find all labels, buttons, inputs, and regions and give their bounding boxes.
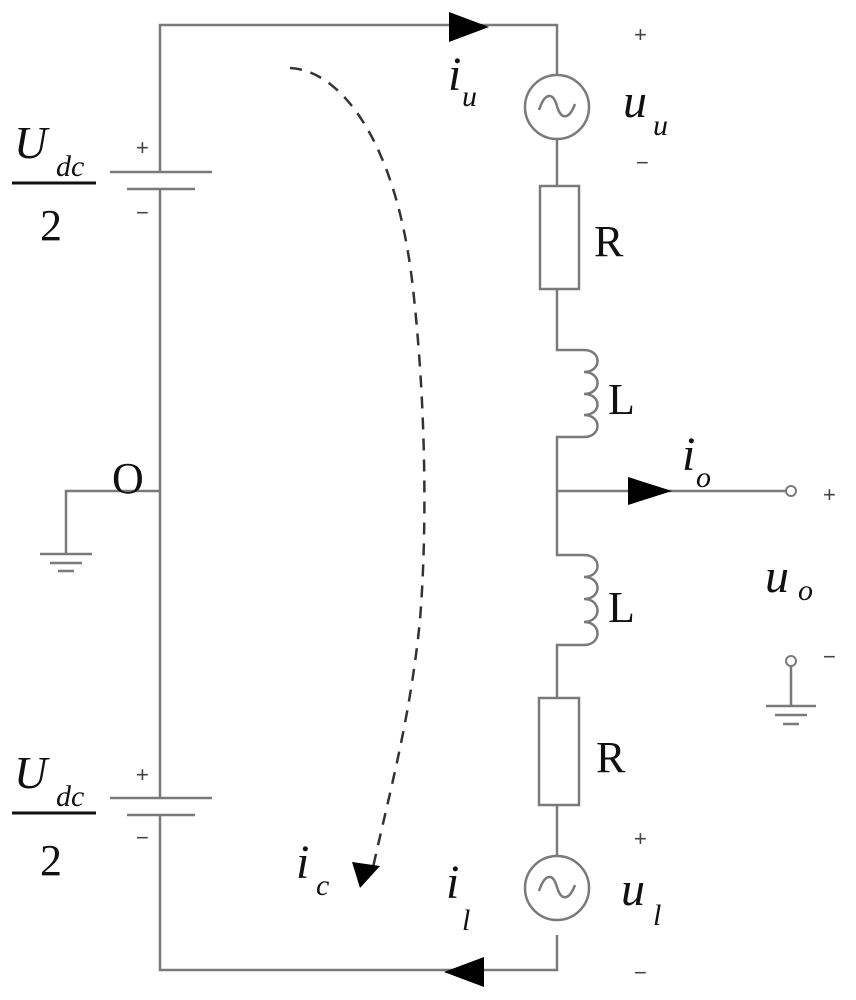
upper-resistor-label: R xyxy=(594,217,624,266)
upper-current-subscript: u xyxy=(462,80,477,113)
lower-current-subscript: l xyxy=(462,904,470,937)
upper-dc-battery: + − U dc 2 xyxy=(12,117,212,250)
upper-ac-subscript: u xyxy=(653,109,668,142)
upper-ac-minus: − xyxy=(636,150,649,175)
lower-resistor: R xyxy=(537,696,626,807)
upper-inductor-label: L xyxy=(608,375,635,424)
output-voltage-subscript: o xyxy=(798,574,813,607)
lower-dc-plus: + xyxy=(136,762,149,787)
lower-ac-subscript: l xyxy=(653,899,661,932)
circulating-current-symbol: i xyxy=(296,836,309,889)
circulating-current-label: i c xyxy=(296,836,329,902)
output-current-symbol: i xyxy=(682,428,695,481)
lower-dc-minus: − xyxy=(136,825,149,850)
upper-dc-minus: − xyxy=(136,200,149,225)
resistor-body xyxy=(538,184,581,291)
right-wire-l-to-r xyxy=(555,643,584,697)
upper-current-symbol: i xyxy=(448,48,461,101)
output-plus-sign: + xyxy=(823,482,836,507)
lower-inductor-label: L xyxy=(608,583,635,632)
upper-current-label: i u xyxy=(448,48,477,113)
upper-inductor: L xyxy=(583,348,635,439)
circulating-current-subscript: c xyxy=(316,869,329,902)
lower-ac-source: + u l − xyxy=(523,826,661,985)
left-wire-bottom xyxy=(158,815,559,972)
inductor-coil xyxy=(583,348,599,439)
circulating-current-arrow-icon xyxy=(352,862,380,888)
lower-dc-battery: + − U dc 2 xyxy=(12,747,212,885)
lower-dc-denominator: 2 xyxy=(40,836,62,885)
output-terminal-plus xyxy=(785,485,797,497)
upper-current-arrow-icon xyxy=(449,12,489,42)
output-current-subscript: o xyxy=(696,461,711,494)
sine-wave-icon xyxy=(537,94,577,118)
lower-inductor: L xyxy=(583,553,635,647)
output-terminal-minus xyxy=(785,655,797,667)
resistor-body xyxy=(537,696,581,807)
ground-lead xyxy=(64,489,160,553)
lower-resistor-label: R xyxy=(596,733,626,782)
lower-current-arrow-icon xyxy=(444,957,484,987)
lower-current-symbol: i xyxy=(446,856,459,909)
circulating-current-path xyxy=(289,66,426,873)
output-voltage-symbol: u xyxy=(765,550,789,603)
upper-dc-denominator: 2 xyxy=(40,201,62,250)
upper-ac-symbol: u xyxy=(623,75,647,128)
output-current-label: i o xyxy=(682,428,711,494)
upper-ac-source: + u u − xyxy=(523,22,668,175)
midpoint-ground: O xyxy=(40,454,160,573)
upper-dc-plus: + xyxy=(136,135,149,160)
top-wire xyxy=(158,23,559,173)
lower-ac-plus: + xyxy=(634,826,647,851)
lower-dc-subscript: dc xyxy=(56,780,84,813)
lower-ac-minus: − xyxy=(634,960,647,985)
lower-dc-numerator: U xyxy=(14,747,50,798)
lower-ac-symbol: u xyxy=(621,863,645,916)
right-wire-r-to-l xyxy=(555,290,584,352)
midpoint-label: O xyxy=(112,454,144,503)
output-terminals: + u o − xyxy=(765,482,836,726)
upper-ac-plus: + xyxy=(634,22,647,47)
output-minus-sign: − xyxy=(823,644,836,669)
inductor-coil xyxy=(583,553,599,647)
main-wires xyxy=(158,23,786,972)
upper-dc-subscript: dc xyxy=(56,150,84,183)
lower-current-label: i l xyxy=(446,856,470,937)
sine-wave-icon xyxy=(537,875,577,899)
output-current-arrow-icon xyxy=(628,477,672,505)
right-wire-l-mid xyxy=(555,435,584,557)
upper-resistor: R xyxy=(538,184,624,291)
upper-dc-numerator: U xyxy=(14,117,50,168)
